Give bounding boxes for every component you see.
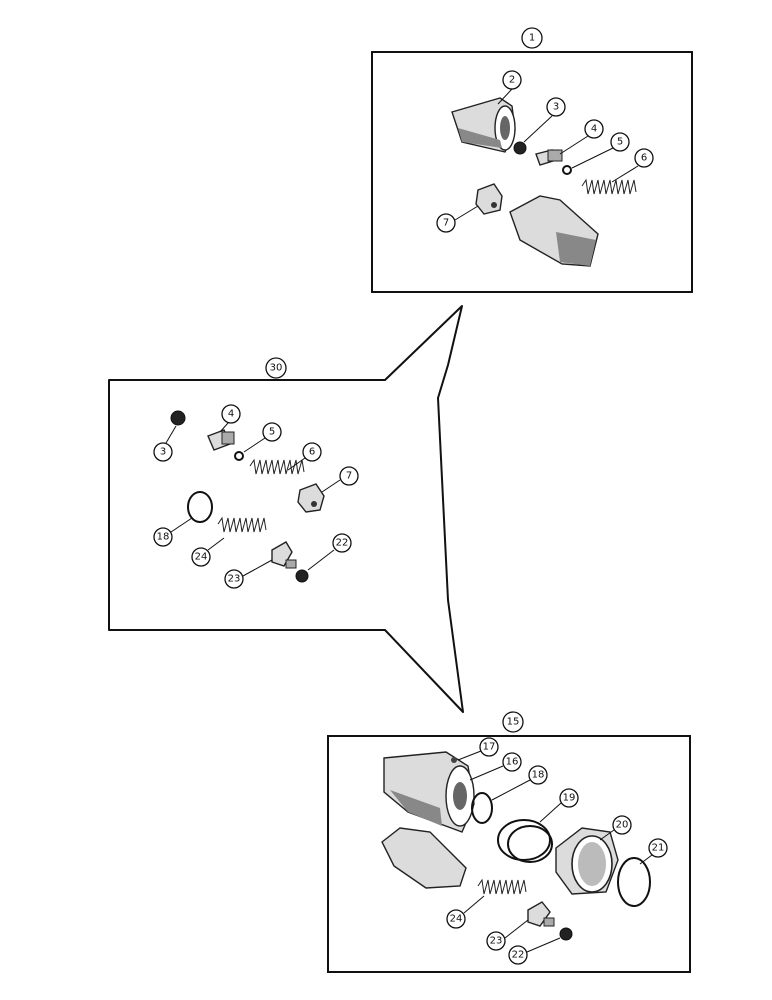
svg-text:23: 23 <box>490 936 503 947</box>
svg-text:24: 24 <box>195 552 208 563</box>
top-label-3: 3 <box>523 97 566 143</box>
housing-section <box>509 195 599 267</box>
part-7-poppet <box>475 183 503 215</box>
mid-label-23: 23 <box>224 559 273 589</box>
top-label-7: 7 <box>436 205 479 233</box>
callout-1-text: 1 <box>529 33 535 44</box>
part-3-ball <box>513 141 527 155</box>
mid-part-23-valve-head <box>271 541 297 569</box>
part-2-coupler-body <box>451 97 516 153</box>
svg-text:18: 18 <box>532 770 545 781</box>
mid-label-5: 5 <box>243 422 282 453</box>
mid-part-22-ball <box>295 569 309 583</box>
part-22-ball <box>559 927 573 941</box>
svg-text:21: 21 <box>652 843 665 854</box>
bottom-label-21: 21 <box>639 838 668 865</box>
part-20-sleeve <box>555 827 619 895</box>
part-6-spring <box>581 178 637 195</box>
svg-text:22: 22 <box>336 538 349 549</box>
svg-text:3: 3 <box>160 447 166 458</box>
part-21-o-ring <box>617 857 651 907</box>
middle-panel: 30 3 4 <box>108 305 464 713</box>
top-panel: 1 2 <box>371 27 693 293</box>
svg-text:24: 24 <box>450 914 463 925</box>
svg-text:2: 2 <box>509 75 515 86</box>
svg-text:18: 18 <box>157 532 170 543</box>
mid-part-24-spring <box>217 516 267 533</box>
mid-label-4: 4 <box>219 404 241 433</box>
bottom-label-23: 23 <box>486 919 529 951</box>
callout-30: 30 <box>265 357 287 379</box>
mid-part-7-poppet <box>297 483 325 513</box>
svg-text:4: 4 <box>591 124 597 135</box>
mid-label-6: 6 <box>287 442 322 471</box>
bottom-label-16: 16 <box>469 752 522 781</box>
bottom-label-17: 17 <box>457 737 499 761</box>
housing-section-bottom <box>381 827 467 889</box>
svg-text:5: 5 <box>617 137 623 148</box>
svg-text:17: 17 <box>483 742 496 753</box>
callout-1: 1 <box>521 27 543 49</box>
top-panel-frame <box>371 51 693 293</box>
bottom-panel-frame <box>327 735 691 973</box>
bottom-panel: 15 17 <box>327 711 691 973</box>
mid-part-6-spring <box>249 458 305 475</box>
part-16-coupler-body <box>383 751 475 833</box>
part-5-o-ring <box>562 165 572 175</box>
mid-label-3: 3 <box>153 425 177 462</box>
svg-text:7: 7 <box>443 218 449 229</box>
svg-text:19: 19 <box>563 793 576 804</box>
mid-label-7: 7 <box>321 466 359 493</box>
mid-part-5-o-ring <box>234 451 244 461</box>
svg-text:5: 5 <box>269 427 275 438</box>
top-label-2: 2 <box>497 70 522 105</box>
svg-text:16: 16 <box>506 757 519 768</box>
part-19-retaining-ring <box>497 819 553 863</box>
svg-text:20: 20 <box>616 820 629 831</box>
mid-label-18: 18 <box>153 517 193 547</box>
bottom-label-18: 18 <box>491 765 548 801</box>
mid-label-22: 22 <box>307 533 352 571</box>
svg-text:4: 4 <box>228 409 234 420</box>
part-17-ball <box>451 757 457 763</box>
callout-15: 15 <box>502 711 524 733</box>
svg-text:15: 15 <box>507 717 520 728</box>
svg-text:7: 7 <box>346 471 352 482</box>
svg-text:22: 22 <box>512 950 525 961</box>
mid-part-4-valve <box>207 429 235 451</box>
svg-text:6: 6 <box>641 153 647 164</box>
middle-panel-frame <box>108 305 464 713</box>
part-24-spring <box>477 878 527 895</box>
mid-part-3-ball <box>170 410 186 426</box>
svg-text:3: 3 <box>553 102 559 113</box>
part-18-o-ring <box>471 792 493 824</box>
top-label-5: 5 <box>571 132 630 169</box>
svg-text:6: 6 <box>309 447 315 458</box>
part-4-valve <box>535 149 563 166</box>
svg-text:30: 30 <box>270 363 283 374</box>
bottom-label-19: 19 <box>539 788 579 823</box>
svg-text:23: 23 <box>228 574 241 585</box>
bottom-label-20: 20 <box>599 815 632 841</box>
top-label-4: 4 <box>559 119 604 155</box>
bottom-label-24: 24 <box>446 895 485 929</box>
top-label-6: 6 <box>611 148 654 183</box>
mid-part-18-o-ring <box>187 491 213 523</box>
bottom-label-22: 22 <box>508 937 561 965</box>
mid-label-24: 24 <box>191 537 225 567</box>
